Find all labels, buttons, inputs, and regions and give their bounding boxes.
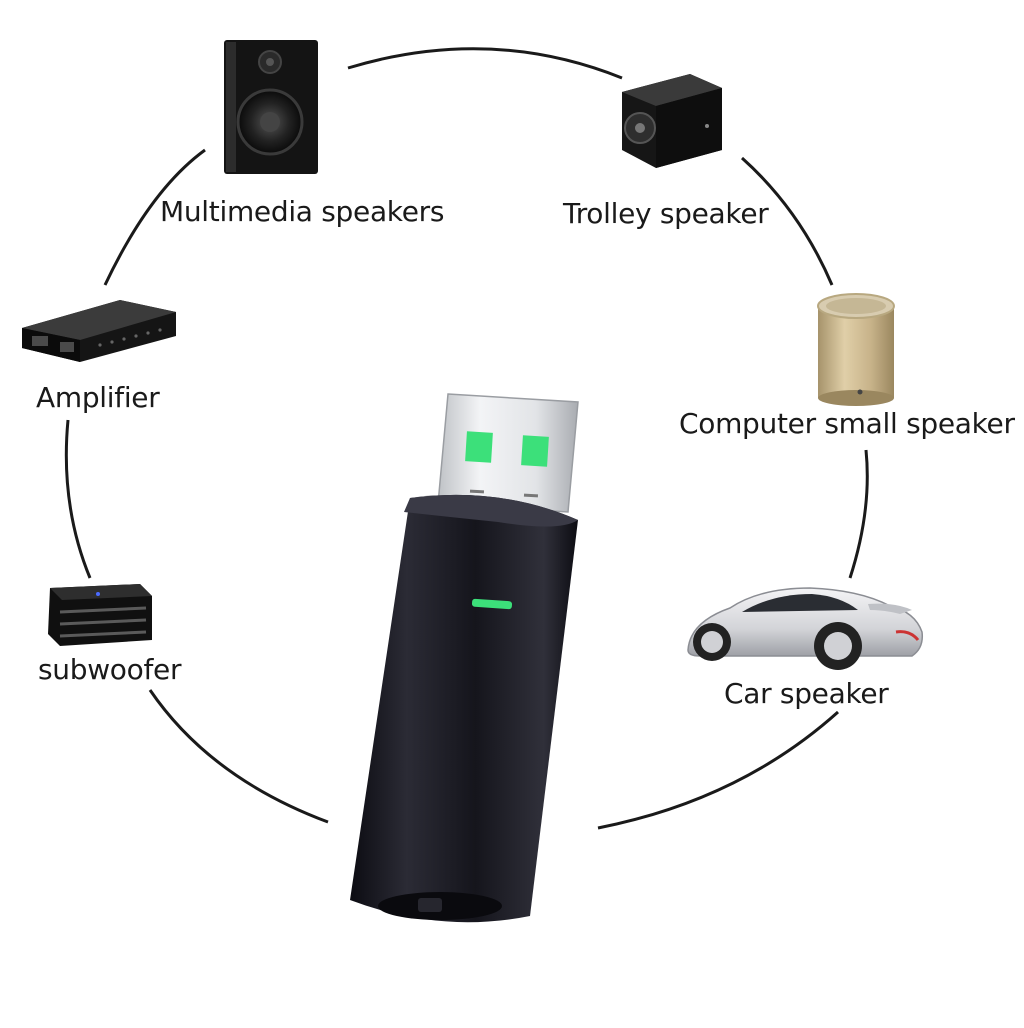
subwoofer-icon <box>48 584 152 646</box>
usb-contact-right <box>521 435 549 467</box>
computer-small-speaker-icon <box>817 293 895 406</box>
label-trolley-speaker: Trolley speaker <box>563 197 769 230</box>
ring-arc-bottom-right <box>597 710 840 830</box>
label-car-speaker: Car speaker <box>724 677 889 710</box>
ring-arc-bottom-left <box>148 689 329 824</box>
ring-arc-right <box>848 449 869 579</box>
dongle-body <box>350 494 578 923</box>
label-subwoofer: subwoofer <box>38 653 182 686</box>
ring-arc-left <box>64 419 92 579</box>
label-multimedia-speakers: Multimedia speakers <box>160 195 445 228</box>
usb-contact-left <box>465 431 493 463</box>
ring-arc-top <box>347 47 623 80</box>
ring-arc-top-left <box>103 148 206 286</box>
connection-ring <box>64 47 869 830</box>
usb-dongle <box>350 393 579 923</box>
audio-jack <box>418 898 442 912</box>
car-icon <box>687 587 924 670</box>
multimedia-speaker-icon <box>224 40 318 174</box>
ring-arc-top-right <box>740 156 834 286</box>
status-led <box>471 598 513 610</box>
label-computer-small-speaker: Computer small speaker <box>679 407 1015 440</box>
amplifier-icon <box>22 300 176 362</box>
trolley-speaker-icon <box>622 74 722 168</box>
usb-connector <box>437 393 579 513</box>
label-amplifier: Amplifier <box>36 381 160 414</box>
